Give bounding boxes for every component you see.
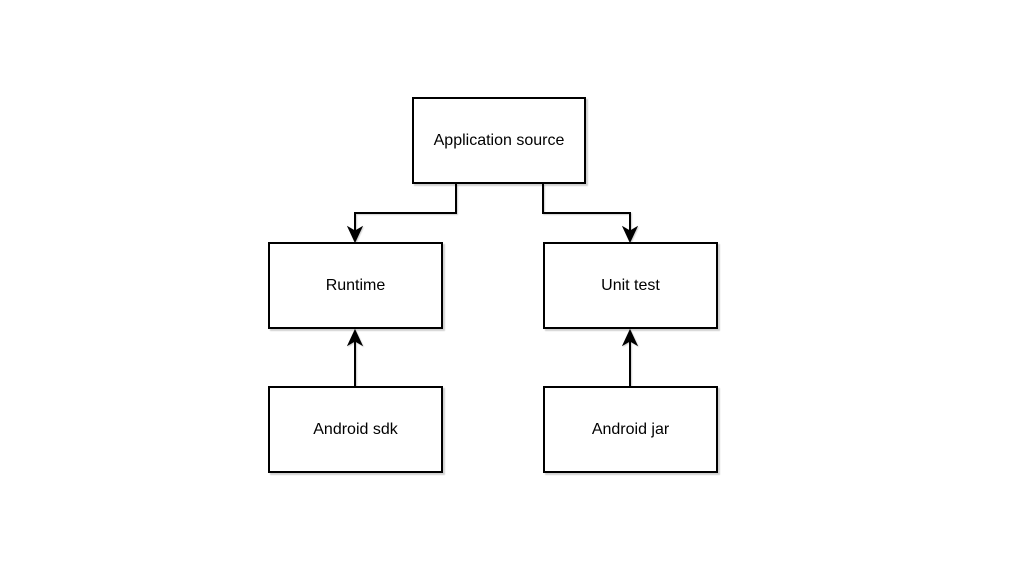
edge-android-jar-to-unit-test: [621, 328, 639, 386]
node-application-source: Application source: [412, 97, 586, 184]
edge-line: [354, 184, 457, 232]
arrowhead-up-icon: [621, 328, 639, 347]
edge-application-source-to-unit-test: [542, 184, 639, 244]
arrowhead-down-icon: [346, 225, 364, 244]
node-label: Android sdk: [313, 420, 398, 438]
arrowhead-down-icon: [621, 225, 639, 244]
node-label: Android jar: [591, 420, 670, 438]
node-unit-test: Unit test: [543, 242, 718, 329]
node-runtime: Runtime: [268, 242, 443, 329]
node-label: Runtime: [325, 276, 386, 294]
edge-line: [542, 184, 631, 232]
node-label: Application source: [433, 131, 565, 149]
arrowhead-up-icon: [346, 328, 364, 347]
edge-application-source-to-runtime: [346, 184, 457, 244]
node-label: Unit test: [601, 276, 660, 294]
node-android-jar: Android jar: [543, 386, 718, 473]
node-android-sdk: Android sdk: [268, 386, 443, 473]
edge-android-sdk-to-runtime: [346, 328, 364, 386]
